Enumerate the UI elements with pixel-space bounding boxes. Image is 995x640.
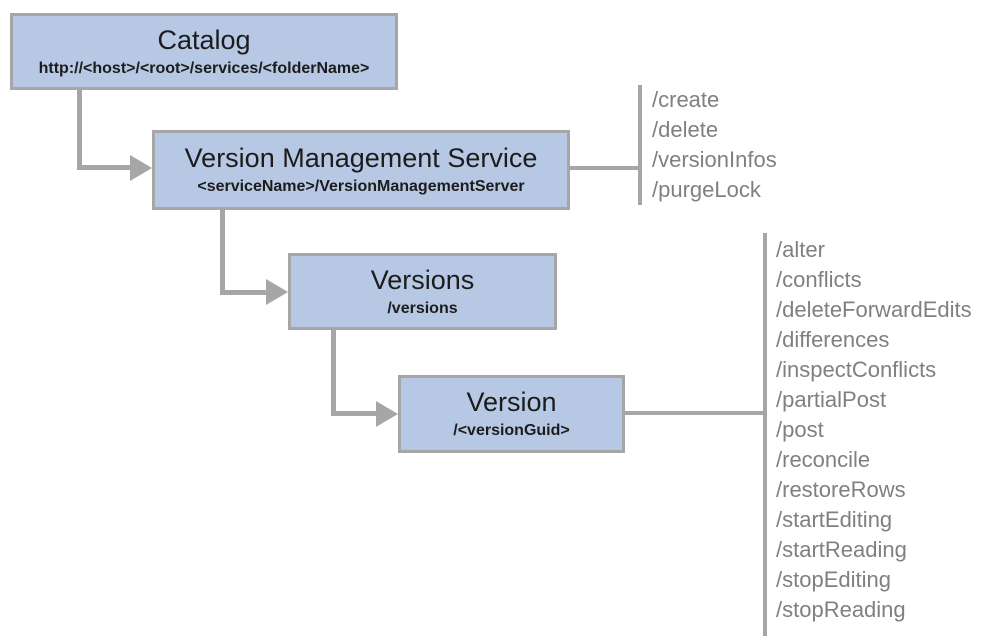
node-catalog: Catalog http://<host>/<root>/services/<f… bbox=[10, 13, 398, 90]
endpoint-item: /differences bbox=[776, 327, 890, 352]
branch-vms-operations-horizontal bbox=[570, 166, 638, 170]
endpoint-item: /reconcile bbox=[776, 447, 871, 472]
node-vms-url: <serviceName>/VersionManagementServer bbox=[197, 178, 525, 195]
connector-versions-version-vertical bbox=[331, 330, 336, 416]
connector-versions-version-horizontal bbox=[331, 411, 376, 416]
endpoint-item: /startEditing bbox=[776, 507, 893, 532]
node-version-url: /<versionGuid> bbox=[453, 422, 570, 439]
node-versions: Versions /versions bbox=[288, 253, 557, 330]
endpoint-item: /create bbox=[652, 87, 720, 112]
node-version: Version /<versionGuid> bbox=[398, 375, 625, 453]
endpoint-item: /stopReading bbox=[776, 597, 906, 622]
connector-catalog-vms-vertical bbox=[77, 90, 82, 170]
endpoint-item: /conflicts bbox=[776, 267, 862, 292]
connector-vms-versions-vertical bbox=[220, 210, 225, 295]
node-versions-url: /versions bbox=[387, 299, 458, 317]
arrowhead-icon bbox=[130, 155, 152, 181]
node-version-title: Version bbox=[466, 387, 557, 417]
vms-operations-list: /create/delete/versionInfos/purgeLock bbox=[652, 85, 777, 205]
branch-version-operations-bracket bbox=[763, 233, 767, 636]
node-versions-title: Versions bbox=[370, 264, 475, 295]
version-operations-list: /alter/conflicts/deleteForwardEdits/diff… bbox=[776, 235, 972, 625]
endpoint-item: /deleteForwardEdits bbox=[776, 297, 972, 322]
connector-catalog-vms-horizontal bbox=[77, 165, 130, 170]
endpoint-item: /startReading bbox=[776, 537, 907, 562]
arrowhead-icon bbox=[266, 279, 288, 305]
connector-vms-versions-horizontal bbox=[220, 290, 266, 295]
endpoint-item: /versionInfos bbox=[652, 147, 777, 172]
endpoint-item: /inspectConflicts bbox=[776, 357, 937, 382]
branch-version-operations-horizontal bbox=[625, 411, 763, 415]
arrowhead-icon bbox=[376, 401, 398, 427]
node-catalog-url: http://<host>/<root>/services/<folderNam… bbox=[38, 59, 370, 77]
branch-vms-operations-bracket bbox=[638, 85, 642, 205]
node-version-management-service: Version Management Service <serviceName>… bbox=[152, 130, 570, 210]
node-vms-title: Version Management Service bbox=[184, 143, 538, 173]
endpoint-item: /alter bbox=[776, 237, 825, 262]
endpoint-item: /stopEditing bbox=[776, 567, 891, 592]
node-catalog-title: Catalog bbox=[157, 24, 251, 55]
endpoint-item: /post bbox=[776, 417, 824, 442]
endpoint-item: /partialPost bbox=[776, 387, 887, 412]
endpoint-item: /delete bbox=[652, 117, 719, 142]
endpoint-item: /purgeLock bbox=[652, 177, 761, 202]
endpoint-item: /restoreRows bbox=[776, 477, 906, 502]
